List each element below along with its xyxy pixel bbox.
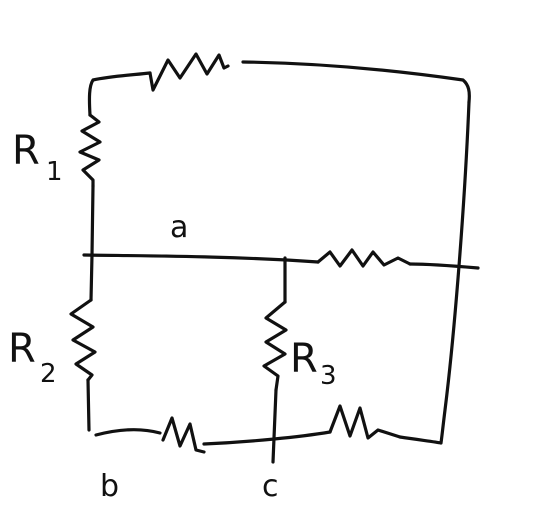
node-c-label: c	[262, 469, 279, 504]
r3-lower-wire	[271, 388, 278, 464]
r2-label-letter: R	[8, 326, 36, 372]
middle-wire	[82, 253, 320, 264]
top-resistor	[148, 52, 230, 92]
bottom-right-resistor	[328, 404, 402, 440]
right-outer-wire	[398, 100, 471, 445]
r3-label-letter: R	[290, 336, 318, 382]
r2-resistor	[69, 298, 97, 382]
top-wire	[241, 60, 471, 104]
r3-label-subscript: 3	[320, 361, 337, 391]
middle-right-resistor	[316, 248, 412, 268]
left-bottom-wire	[86, 378, 91, 432]
bottom-left-wire	[94, 428, 162, 437]
left-upper-wire	[90, 184, 95, 257]
top-left-wire	[87, 71, 152, 117]
left-lower-wire	[89, 253, 94, 302]
r2-label-subscript: 2	[40, 359, 57, 389]
r1-label-letter: R	[12, 128, 40, 174]
bottom-left-resistor	[161, 416, 206, 454]
node-a-label: a	[170, 210, 188, 245]
middle-right-wire	[408, 262, 480, 270]
node-b-label: b	[100, 469, 119, 504]
bottom-middle-wire	[202, 430, 332, 446]
r1-resistor	[78, 113, 102, 188]
r1-label-subscript: 1	[46, 157, 63, 187]
r3-resistor	[262, 300, 288, 392]
